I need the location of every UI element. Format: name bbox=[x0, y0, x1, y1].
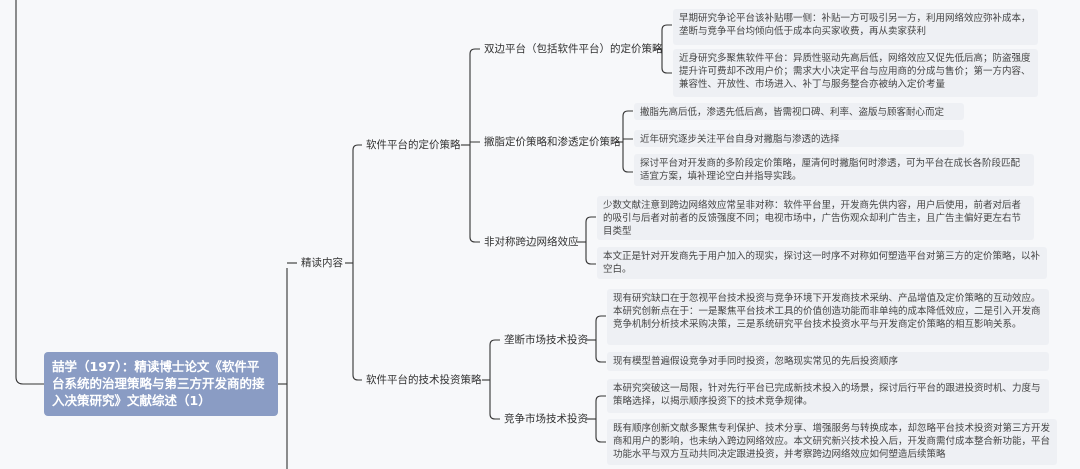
topic-competition-investment[interactable]: 竞争市场技术投资 bbox=[504, 413, 588, 425]
leaf-skim-vs-penetrate[interactable]: 撇脂先高后低，渗透先低后高，皆需视口碑、利率、盗版与顾客耐心而定 bbox=[634, 103, 964, 120]
leaf-recent-choice[interactable]: 近年研究逐步关注平台自身对撇脂与渗透的选择 bbox=[634, 130, 964, 147]
leaf-follow-up-investment[interactable]: 本研究突破这一局限，针对先行平台已完成新技术投入的场景，探讨后行平台的跟进投资时… bbox=[607, 379, 1049, 413]
root-trunk-line bbox=[15, 0, 44, 385]
topic-skimming-penetration[interactable]: 撇脂定价策略和渗透定价策略 bbox=[484, 136, 621, 148]
leaf-recent-software[interactable]: 近身研究多聚焦软件平台：异质性驱动先高后低，网络效应又促先低后高；防盗强度提升许… bbox=[673, 49, 1038, 97]
topic-tech-investment[interactable]: 软件平台的技术投资策略 bbox=[366, 374, 482, 386]
level2-brackets bbox=[352, 144, 362, 381]
topic-pricing-strategy[interactable]: 软件平台的定价策略 bbox=[366, 139, 461, 151]
root-topic[interactable]: 喆学（197）：精读博士论文《软件平台系统的治理策略与第三方开发商的接入决策研究… bbox=[44, 352, 278, 416]
topic-monopoly-investment[interactable]: 垄断市场技术投资 bbox=[504, 334, 588, 346]
leaf-timing-asymmetry[interactable]: 本文正是针对开发商先于用户加入的现实，探讨这一时序不对称如何塑造平台对第三方的定… bbox=[597, 247, 1047, 279]
level3-brackets-b bbox=[489, 339, 500, 420]
topic-asymmetric-network[interactable]: 非对称跨边网络效应 bbox=[484, 236, 579, 248]
leaf-early-subsidy[interactable]: 早期研究争论平台该补贴哪一侧：补贴一方可吸引另一方，利用网络效应弥补成本，垄断与… bbox=[673, 9, 1038, 45]
leaf-research-gap[interactable]: 现有研究缺口在于忽视平台技术投资与竞争环境下开发商技术采纳、产品增值及定价策略的… bbox=[607, 289, 1049, 345]
leaf-asymmetric-literature[interactable]: 少数文献注意到跨边网络效应常呈非对称：软件平台里，开发商先供内容，用户后使用，前… bbox=[597, 196, 1034, 240]
topic-close-reading[interactable]: 精读内容 bbox=[301, 257, 343, 269]
leaf-simultaneous-assumption[interactable]: 现有模型普遍假设竞争对手同时投资，忽略现实常见的先后投资顺序 bbox=[607, 352, 1049, 371]
level3-brackets-a bbox=[469, 48, 480, 243]
leaf-multi-stage[interactable]: 探讨平台对开发商的多阶段定价策略，厘清何时撇脂何时渗透，可为平台在成长各阶段匹配… bbox=[634, 154, 1034, 186]
topic-two-sided-pricing[interactable]: 双边平台（包括软件平台）的定价策略 bbox=[484, 43, 663, 55]
leaf-sequential-innovation[interactable]: 既有顺序创新文献多聚焦专利保护、技术分享、增强服务与转换成本，却忽略平台技术投资… bbox=[607, 419, 1057, 465]
